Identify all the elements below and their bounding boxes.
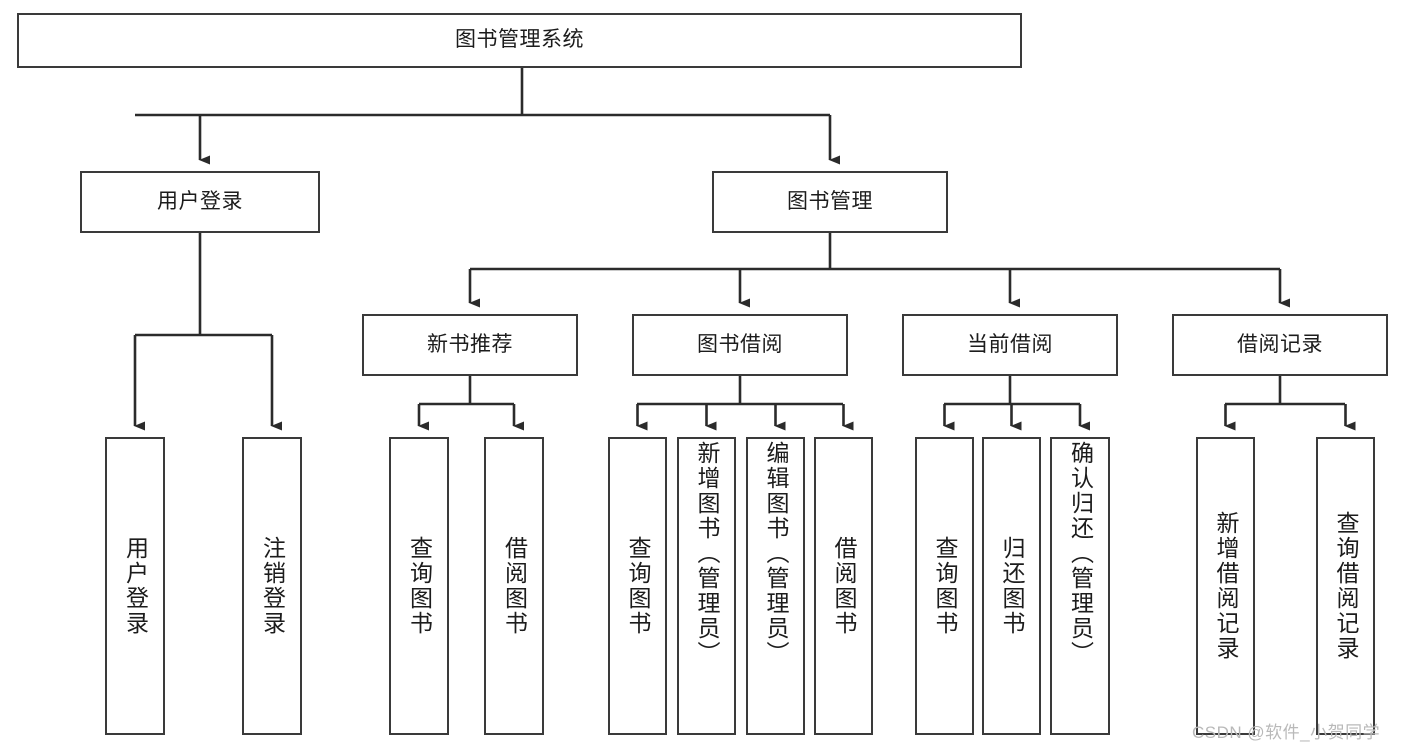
- node-label: 新增图书（管理员）: [694, 441, 720, 666]
- node-label: 用户登录: [122, 536, 149, 636]
- node-level2-新书推荐-0[interactable]: 新书推荐: [362, 314, 578, 376]
- node-leaf-查询图书-4[interactable]: 查询图书: [608, 437, 667, 735]
- node-label: 图书借阅: [697, 332, 783, 356]
- node-level1-用户登录-0[interactable]: 用户登录: [80, 171, 320, 233]
- node-level2-当前借阅-2[interactable]: 当前借阅: [902, 314, 1118, 376]
- node-label: 新增借阅记录: [1213, 511, 1239, 661]
- node-leaf-查询图书-8[interactable]: 查询图书: [915, 437, 974, 735]
- node-level2-借阅记录-3[interactable]: 借阅记录: [1172, 314, 1388, 376]
- node-label: 归还图书: [999, 536, 1025, 636]
- node-label: 确认归还（管理员）: [1067, 441, 1094, 666]
- node-label: 编辑图书（管理员）: [763, 441, 789, 666]
- node-label: 借阅图书: [831, 536, 857, 636]
- node-label: 查询图书: [625, 536, 651, 636]
- node-leaf-新增借阅记录-11[interactable]: 新增借阅记录: [1196, 437, 1255, 735]
- node-label: 查询借阅记录: [1333, 511, 1359, 661]
- node-label: 新书推荐: [427, 332, 513, 356]
- node-level1-图书管理-1[interactable]: 图书管理: [712, 171, 948, 233]
- node-label: 查询图书: [932, 536, 958, 636]
- node-level2-图书借阅-1[interactable]: 图书借阅: [632, 314, 848, 376]
- node-label: 注销登录: [259, 536, 286, 636]
- node-leaf-编辑图书管理员-6[interactable]: 编辑图书（管理员）: [746, 437, 805, 735]
- node-leaf-确认归还管理员-10[interactable]: 确认归还（管理员）: [1050, 437, 1110, 735]
- node-root-图书管理系统[interactable]: 图书管理系统: [17, 13, 1022, 68]
- node-label: 借阅图书: [501, 536, 528, 636]
- node-label: 查询图书: [406, 536, 433, 636]
- csdn-watermark: CSDN @软件_小贺同学: [1192, 723, 1381, 742]
- node-label: 用户登录: [157, 189, 243, 213]
- node-label: 图书管理系统: [455, 28, 584, 52]
- node-leaf-注销登录-1[interactable]: 注销登录: [242, 437, 302, 735]
- node-label: 图书管理: [787, 189, 873, 213]
- node-leaf-用户登录-0[interactable]: 用户登录: [105, 437, 165, 735]
- node-label: 当前借阅: [967, 332, 1053, 356]
- node-leaf-借阅图书-7[interactable]: 借阅图书: [814, 437, 873, 735]
- node-leaf-归还图书-9[interactable]: 归还图书: [982, 437, 1041, 735]
- node-leaf-新增图书管理员-5[interactable]: 新增图书（管理员）: [677, 437, 736, 735]
- node-leaf-查询借阅记录-12[interactable]: 查询借阅记录: [1316, 437, 1375, 735]
- node-leaf-借阅图书-3[interactable]: 借阅图书: [484, 437, 544, 735]
- node-leaf-查询图书-2[interactable]: 查询图书: [389, 437, 449, 735]
- node-label: 借阅记录: [1237, 332, 1323, 356]
